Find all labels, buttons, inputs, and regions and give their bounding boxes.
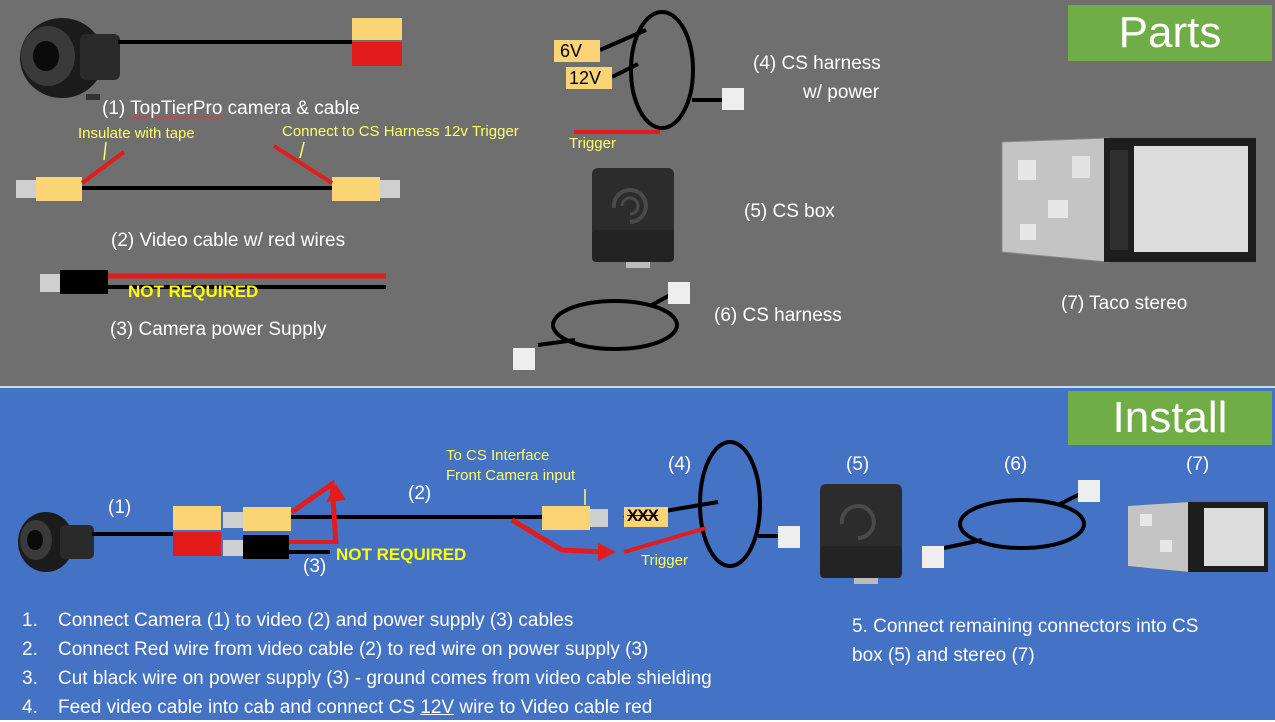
step-1: 1. Connect Camera (1) to video (2) and po… bbox=[22, 606, 712, 635]
step-1-num: 1. bbox=[22, 610, 38, 631]
camera-label-suffix: camera & cable bbox=[222, 98, 360, 119]
video-cable-part bbox=[16, 141, 400, 201]
install-label-5: (5) bbox=[846, 454, 870, 475]
step-3-text: Cut black wire on power supply (3) - gro… bbox=[58, 668, 712, 689]
connect-note: Connect to CS Harness 12v Trigger bbox=[282, 123, 519, 140]
power-supply-part bbox=[40, 270, 386, 294]
camera-icon bbox=[20, 18, 120, 100]
interface-note-line1: To CS Interface bbox=[446, 447, 550, 464]
install-cs-box bbox=[820, 484, 902, 584]
interface-note-line2: Front Camera input bbox=[446, 467, 576, 484]
install-heading: Install bbox=[1068, 391, 1272, 445]
install-trigger-label: Trigger bbox=[641, 552, 688, 569]
install-label-2: (2) bbox=[408, 483, 432, 504]
step-3-num: 3. bbox=[22, 668, 38, 689]
install-label-4: (4) bbox=[668, 454, 692, 475]
step-2: 2. Connect Red wire from video cable (2) … bbox=[22, 635, 712, 664]
step-4-text-after: wire to Video cable red bbox=[454, 697, 653, 718]
install-cs-harness-power bbox=[623, 440, 800, 568]
harness-power-label-line2: w/ power bbox=[803, 82, 880, 103]
power-supply-label: (3) Camera power Supply bbox=[110, 319, 327, 340]
harness-power-label-line1: (4) CS harness bbox=[753, 53, 881, 74]
step-4-num: 4. bbox=[22, 697, 38, 718]
video-cable-label: (2) Video cable w/ red wires bbox=[111, 230, 346, 251]
step-4-text-before: Feed video cable into cab and connect CS bbox=[58, 697, 421, 718]
insulate-note: Insulate with tape bbox=[78, 125, 195, 142]
cs-box-label: (5) CS box bbox=[744, 201, 835, 222]
cs-harness-part bbox=[513, 282, 690, 370]
install-label-1: (1) bbox=[108, 497, 132, 518]
wire-12v-label: 12V bbox=[569, 68, 602, 88]
install-label-7: (7) bbox=[1186, 454, 1210, 475]
install-red-arrows bbox=[290, 479, 616, 561]
parts-heading: Parts bbox=[1068, 5, 1272, 61]
step-2-text: Connect Red wire from video cable (2) to… bbox=[58, 639, 649, 660]
install-steps: 1. Connect Camera (1) to video (2) and po… bbox=[22, 606, 712, 722]
install-camera bbox=[18, 512, 173, 572]
install-connectors bbox=[173, 506, 336, 559]
camera-label-prefix: (1) bbox=[102, 98, 131, 119]
step-1-text: Connect Camera (1) to video (2) and powe… bbox=[58, 610, 574, 631]
trigger-label: Trigger bbox=[569, 135, 616, 152]
stereo-label: (7) Taco stereo bbox=[1061, 293, 1188, 314]
step-5-line2: box (5) and stereo (7) bbox=[852, 645, 1035, 666]
camera-cable bbox=[118, 18, 402, 66]
step-2-num: 2. bbox=[22, 639, 38, 660]
install-cs-harness bbox=[922, 480, 1100, 568]
cs-harness-label: (6) CS harness bbox=[714, 305, 842, 326]
cs-harness-power-part bbox=[554, 10, 744, 134]
stereo-icon bbox=[1001, 137, 1256, 263]
step-4: 4. Feed video cable into cab and connect … bbox=[22, 693, 712, 722]
wire-6v-label: 6V bbox=[560, 41, 583, 61]
step-3: 3. Cut black wire on power supply (3) - g… bbox=[22, 664, 712, 693]
crossed-out-mark: XXX bbox=[627, 506, 659, 525]
camera-label-brand: TopTierPro bbox=[130, 98, 223, 119]
step-5-line1: 5. Connect remaining connectors into CS bbox=[852, 616, 1199, 637]
cs-box-icon bbox=[592, 168, 674, 268]
install-label-3: (3) bbox=[303, 556, 327, 577]
camera-label: (1) TopTierPro camera & cable bbox=[102, 98, 360, 120]
install-not-required: NOT REQUIRED bbox=[336, 545, 467, 564]
step-4-text-emph: 12V bbox=[420, 697, 455, 718]
not-required-label: NOT REQUIRED bbox=[128, 282, 259, 301]
install-stereo bbox=[1128, 502, 1268, 572]
install-label-6: (6) bbox=[1004, 454, 1028, 475]
